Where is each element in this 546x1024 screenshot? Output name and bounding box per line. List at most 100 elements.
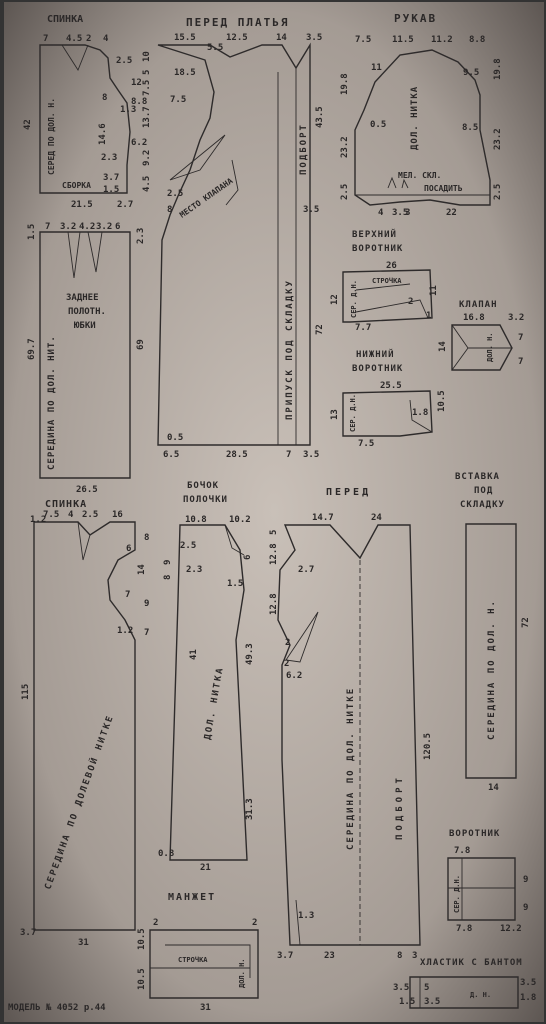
svg-text:1.5: 1.5 (103, 185, 119, 195)
svg-text:19.8: 19.8 (340, 73, 350, 95)
svg-text:СЕР. Д.Н.: СЕР. Д.Н. (350, 280, 358, 318)
svg-text:3.5: 3.5 (520, 978, 536, 988)
svg-text:2: 2 (86, 34, 91, 44)
svg-text:31.3: 31.3 (245, 798, 255, 820)
svg-text:2.7: 2.7 (298, 565, 314, 575)
svg-text:7: 7 (144, 628, 149, 638)
svg-text:18.5: 18.5 (174, 68, 196, 78)
svg-text:6.2: 6.2 (286, 671, 302, 681)
svg-text:9: 9 (144, 599, 149, 609)
svg-text:7.5: 7.5 (142, 80, 152, 96)
svg-text:ДОЛ. Н.: ДОЛ. Н. (486, 332, 494, 362)
svg-text:23.2: 23.2 (493, 128, 503, 150)
svg-text:7: 7 (518, 357, 523, 367)
lower-collar-piece: НИЖНИЙ ВОРОТНИК 25.5 СЕР. Д.Н. 13 1.8 10… (330, 348, 447, 449)
collar-piece: ВОРОТНИК СЕР. Д.Н. 7.8 9 9 7.8 12.2 (447, 829, 528, 934)
svg-text:3.7: 3.7 (20, 928, 36, 938)
svg-text:21: 21 (200, 863, 211, 873)
svg-text:8.8: 8.8 (469, 35, 485, 45)
svg-text:12: 12 (330, 294, 340, 305)
svg-text:26: 26 (386, 261, 397, 271)
svg-text:3.7: 3.7 (103, 173, 119, 183)
svg-text:СЕР. Д.Н.: СЕР. Д.Н. (453, 875, 461, 913)
svg-text:2.5: 2.5 (82, 510, 98, 520)
svg-text:28.5: 28.5 (226, 450, 248, 460)
svg-text:ПОЛОТН.: ПОЛОТН. (68, 307, 106, 317)
svg-text:3.5: 3.5 (303, 450, 319, 460)
svg-text:9: 9 (523, 875, 528, 885)
svg-text:31: 31 (200, 1003, 211, 1013)
svg-text:10.8: 10.8 (185, 515, 207, 525)
svg-text:ПЕРЕД: ПЕРЕД (326, 487, 371, 498)
upper-collar-piece: ВЕРХНИЙ ВОРОТНИК 26 СТРОЧКА СЕР. Д.Н. 12… (330, 228, 439, 333)
back-center-text: СЕРЕД ПО ДОЛ. Н. (47, 98, 56, 175)
svg-text:8: 8 (167, 205, 172, 215)
svg-text:1.2: 1.2 (117, 626, 133, 636)
svg-text:3.7: 3.7 (277, 951, 293, 961)
svg-text:ВЕРХНИЙ: ВЕРХНИЙ (352, 228, 397, 240)
svg-text:БОЧОК: БОЧОК (187, 481, 219, 491)
svg-text:69.7: 69.7 (27, 338, 37, 360)
flap-piece: КЛАПАН 16.8 3.2 14 7 7 ДОЛ. Н. (438, 300, 524, 371)
svg-text:42: 42 (23, 119, 33, 130)
svg-text:6: 6 (126, 544, 131, 554)
svg-text:7: 7 (125, 590, 130, 600)
svg-text:2.3: 2.3 (101, 153, 117, 163)
svg-text:СТРОЧКА: СТРОЧКА (372, 277, 402, 285)
svg-text:19.8: 19.8 (493, 58, 503, 80)
svg-text:7.5: 7.5 (170, 95, 186, 105)
tie-piece: ХЛАСТИК С БАНТОМ Д. Н. 3.5 1.5 3.5 1.8 5… (393, 958, 536, 1009)
svg-text:12.8: 12.8 (269, 543, 279, 565)
svg-text:НИЖНИЙ: НИЖНИЙ (356, 348, 395, 360)
svg-text:13: 13 (330, 409, 340, 420)
svg-text:3.2: 3.2 (96, 222, 112, 232)
fold-allowance-text: ПРИПУСК ПОД СКЛАДКУ (285, 279, 295, 420)
svg-text:2: 2 (408, 297, 413, 307)
svg-text:7: 7 (286, 450, 291, 460)
svg-text:14: 14 (488, 783, 499, 793)
svg-text:7.7: 7.7 (355, 323, 371, 333)
svg-text:7.5: 7.5 (358, 439, 374, 449)
svg-text:7: 7 (518, 333, 523, 343)
svg-text:4: 4 (378, 208, 384, 218)
paper-background (4, 2, 544, 1022)
svg-text:1.5: 1.5 (399, 997, 415, 1007)
svg-text:15.5: 15.5 (174, 33, 196, 43)
svg-text:2: 2 (153, 918, 158, 928)
svg-text:6: 6 (243, 555, 253, 560)
svg-text:3.5: 3.5 (424, 997, 440, 1007)
svg-text:2: 2 (252, 918, 257, 928)
insert-center-text: СЕРЕДИНА ПО ДОЛ. Н. (487, 599, 497, 740)
sleeve-gather-text: МЕЛ. СКЛ. (398, 171, 441, 180)
sleeve-title: РУКАВ (394, 12, 437, 25)
svg-text:7.5: 7.5 (355, 35, 371, 45)
svg-text:8: 8 (397, 951, 402, 961)
flap-title: КЛАПАН (459, 300, 498, 310)
svg-text:0.8: 0.8 (158, 849, 174, 859)
svg-text:1.2: 1.2 (30, 515, 46, 525)
svg-text:2.5: 2.5 (340, 184, 350, 200)
front-dress-title: ПЕРЕД ПЛАТЬЯ (186, 16, 289, 29)
svg-text:9: 9 (163, 560, 173, 565)
svg-text:СТРОЧКА: СТРОЧКА (178, 956, 208, 964)
svg-text:24: 24 (371, 513, 382, 523)
svg-text:2.5: 2.5 (116, 56, 132, 66)
svg-text:3: 3 (405, 208, 410, 218)
svg-text:8.5: 8.5 (462, 123, 478, 133)
svg-text:8.8: 8.8 (131, 97, 147, 107)
svg-text:9.2: 9.2 (142, 150, 152, 166)
svg-text:6.2: 6.2 (131, 138, 147, 148)
svg-text:16.8: 16.8 (463, 313, 485, 323)
svg-text:6.5: 6.5 (163, 450, 179, 460)
svg-text:22: 22 (446, 208, 457, 218)
svg-text:7.8: 7.8 (454, 846, 470, 856)
svg-text:3: 3 (412, 951, 417, 961)
back-piece: СПИНКА 7 4.5 2 4 2.5 12 8.8 6.2 3.7 1.5 … (23, 14, 147, 210)
svg-text:10.5: 10.5 (437, 390, 447, 412)
svg-text:49.3: 49.3 (245, 643, 255, 665)
svg-text:7: 7 (45, 222, 50, 232)
svg-text:2.7: 2.7 (117, 200, 133, 210)
svg-text:21.5: 21.5 (71, 200, 93, 210)
svg-text:31: 31 (78, 938, 89, 948)
